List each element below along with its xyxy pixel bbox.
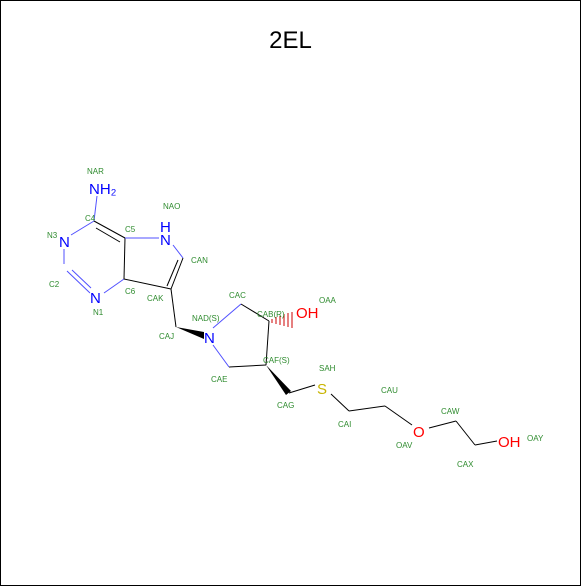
bond-c5-c4-double — [95, 227, 121, 243]
label-cau: CAU — [381, 386, 398, 395]
label-n1: N1 — [93, 308, 104, 317]
label-cab: CAB(R) — [257, 310, 285, 319]
bond-cak-caj — [170, 288, 177, 328]
label-caw: CAW — [441, 407, 460, 416]
label-n3: N3 — [47, 231, 58, 240]
atom-n3: N — [59, 234, 70, 251]
label-cai: CAI — [338, 420, 351, 429]
bond-cac-cab — [240, 303, 270, 322]
bond-c2-n1 — [66, 270, 91, 294]
bond-cab-caf — [265, 320, 270, 366]
bond-caj-nad-wedge — [176, 327, 204, 339]
heteroatoms: NH₂ N N N H N OH S O OH — [59, 181, 521, 451]
bond-n1-c6 — [103, 278, 125, 294]
bond-cag-s — [288, 384, 316, 394]
bond-caw-cax — [455, 420, 476, 446]
atom-h-pyrrole: H — [160, 219, 171, 236]
atom-nh2: NH₂ — [89, 181, 117, 198]
label-caj: CAJ — [159, 332, 174, 341]
label-cax: CAX — [457, 460, 474, 469]
bond-c6-c5 — [123, 237, 126, 280]
label-can: CAN — [191, 256, 208, 265]
label-nar: NAR — [87, 167, 104, 176]
atom-labels: NAR C4 N3 C5 NAO C2 N1 C6 CAN CAK CAC OA… — [47, 167, 544, 469]
bond-cax-oh — [474, 440, 498, 446]
bond-cab-oh-hash — [271, 312, 293, 328]
atom-n-pyrrole: N — [160, 232, 171, 249]
label-cak: CAK — [147, 294, 164, 303]
label-caf: CAF(S) — [263, 356, 290, 365]
bond-can-cak-double — [166, 259, 179, 287]
bond-cau-o — [384, 405, 413, 426]
bond-nh-can — [172, 244, 184, 259]
label-c5: C5 — [125, 225, 136, 234]
bonds — [63, 195, 498, 446]
bond-c5-c4 — [93, 220, 126, 239]
label-nao: NAO — [163, 202, 180, 211]
bond-caf-cae — [228, 364, 267, 368]
label-sah: SAH — [319, 364, 336, 373]
label-oaa: OAA — [319, 296, 337, 305]
atom-o-ether: O — [413, 424, 425, 441]
bond-c4-nh2 — [93, 195, 98, 222]
label-cae: CAE — [211, 375, 227, 384]
molecule-title: 2EL — [269, 27, 312, 54]
bond-s-cai — [330, 393, 350, 412]
bond-caf-cag-wedge — [266, 365, 291, 395]
label-cac: CAC — [229, 291, 246, 300]
atom-n-pyrrolidine: N — [204, 330, 215, 347]
label-cag: CAG — [277, 401, 294, 410]
bond-c2-n1-double — [71, 269, 92, 289]
atom-s: S — [317, 381, 327, 398]
bond-c4-n3 — [70, 220, 95, 236]
bond-cak-c6 — [123, 278, 172, 290]
label-c6: C6 — [125, 287, 136, 296]
bond-o-caw — [428, 420, 457, 429]
label-oay: OAY — [527, 434, 544, 443]
label-nad: NAD(S) — [192, 314, 220, 323]
bond-cai-cau — [348, 405, 386, 412]
atom-oh-terminal: OH — [498, 434, 521, 451]
label-c4: C4 — [85, 214, 96, 223]
bond-nad-cac — [212, 303, 242, 329]
bond-can-cak — [170, 257, 184, 290]
label-c2: C2 — [49, 280, 60, 289]
label-oav: OAV — [396, 441, 413, 450]
atom-oh-ring: OH — [296, 305, 319, 322]
atom-n1: N — [90, 290, 101, 307]
bond-cae-nad — [212, 344, 230, 368]
